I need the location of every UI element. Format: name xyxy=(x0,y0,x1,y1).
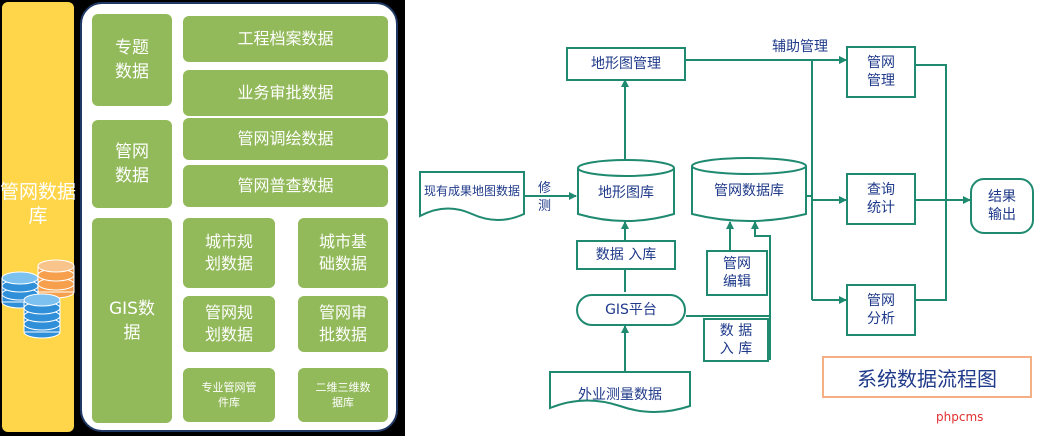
database-column xyxy=(2,2,74,432)
item-pipe-approve-data: 管网审批数据 xyxy=(298,296,388,352)
arrow-modules-to-result xyxy=(916,64,970,301)
pipe-management: 管网管理 xyxy=(846,46,916,98)
item-survey-draw-data: 管网调绘数据 xyxy=(183,118,388,160)
query-statistics: 查询统计 xyxy=(846,173,916,225)
terrain-db-label: 地形图库 xyxy=(598,185,654,201)
group-gis-data: GIS数据 xyxy=(92,218,172,423)
pipe-analysis: 管网分析 xyxy=(846,284,916,336)
watermark-text: phpcms xyxy=(936,410,984,424)
group-pipe-data: 管网数据 xyxy=(92,120,172,208)
data-import: 数据 入库 xyxy=(576,240,676,270)
data-import-2: 数 据 入 库 xyxy=(703,318,769,362)
existing-data-label: 现有成果地图数据 xyxy=(424,184,521,198)
item-pipe-plan-data: 管网规划数据 xyxy=(183,296,275,352)
aux-management-label: 辅助管理 xyxy=(772,39,828,55)
field-survey-shape xyxy=(549,371,691,413)
gis-platform: GIS平台 xyxy=(576,294,686,326)
item-2d-3d-database: 二维三维数据库 xyxy=(298,368,388,422)
item-census-data: 管网普查数据 xyxy=(183,165,388,207)
database-icon xyxy=(1,259,75,339)
result-output: 结果输出 xyxy=(970,178,1034,234)
group-topic-data: 专题数据 xyxy=(92,14,172,106)
item-archive-data: 工程档案数据 xyxy=(183,16,388,62)
field-survey-label: 外业测量数据 xyxy=(578,387,662,403)
database-label: 管网数据库 xyxy=(0,181,77,227)
terrain-db-cylinder xyxy=(577,159,675,222)
arrow-gis-to-pipe-db xyxy=(686,222,771,360)
item-city-plan-data: 城市规划数据 xyxy=(183,218,275,288)
item-approval-data: 业务审批数据 xyxy=(183,70,388,116)
diagram-title: 系统数据流程图 xyxy=(822,356,1032,398)
pipe-db-label: 管网数据库 xyxy=(714,183,784,199)
pipe-db-cylinder xyxy=(691,157,807,222)
pipe-edit: 管网编辑 xyxy=(706,250,768,296)
item-pipe-fittings-lib: 专业管网管件库 xyxy=(183,368,275,422)
item-city-base-data: 城市基础数据 xyxy=(298,218,388,288)
correct-label: 修测 xyxy=(538,181,552,214)
terrain-map-management: 地形图管理 xyxy=(566,47,686,81)
existing-data-shape xyxy=(419,171,525,221)
